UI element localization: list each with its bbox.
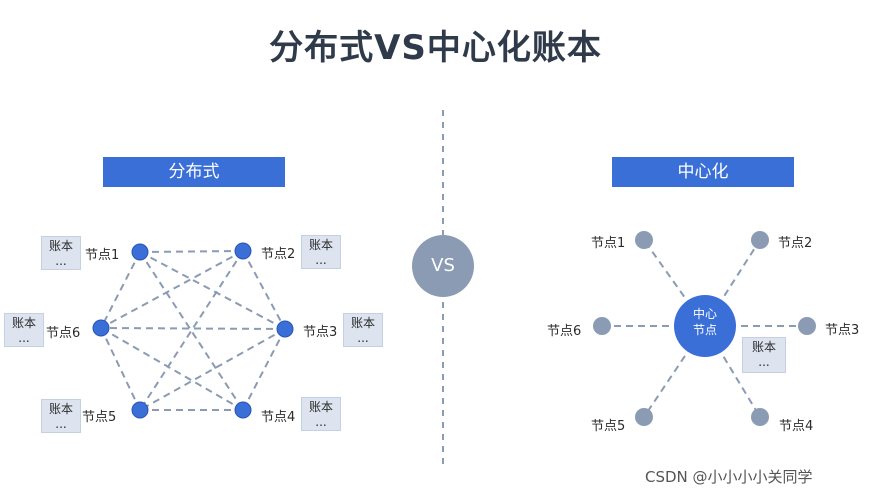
dist-node-5-label: 节点5 <box>82 410 117 425</box>
distributed-edges <box>100 250 286 411</box>
vs-label: VS <box>431 255 455 276</box>
ledger-node-3: 账本 ... <box>343 313 383 347</box>
distributed-heading: 分布式 <box>103 157 285 187</box>
ledger-label: 账本 <box>308 238 333 252</box>
ledger-dots: ... <box>55 254 67 268</box>
dist-node-6 <box>92 319 110 337</box>
central-nodes <box>593 231 816 426</box>
dist-node-1-label: 节点1 <box>85 248 120 263</box>
ledger-label: 账本 <box>751 340 776 354</box>
watermark: CSDN @小小小小关同学 <box>645 468 813 486</box>
central-hub-label: 中心 节点 <box>673 306 737 338</box>
ledger-dots: ... <box>18 331 30 345</box>
centralized-heading: 中心化 <box>612 157 794 187</box>
central-node-5 <box>635 408 653 426</box>
central-node-4-label: 节点4 <box>779 419 814 434</box>
page-title: 分布式VS中心化账本 <box>269 28 602 68</box>
edge-2-6 <box>100 250 244 329</box>
central-node-5-label: 节点5 <box>591 419 626 434</box>
ledger-dots: ... <box>357 331 369 345</box>
edge-3-6 <box>100 327 286 330</box>
ledger-label: 账本 <box>308 400 333 414</box>
dist-node-3 <box>276 320 294 338</box>
ledger-dots: ... <box>315 415 327 429</box>
vs-circle <box>412 235 474 297</box>
edge-5-6 <box>100 327 141 411</box>
ledger-label: 账本 <box>48 239 73 253</box>
central-node-2-label: 节点2 <box>778 236 813 251</box>
edge-3-5 <box>139 328 286 411</box>
ledger-node-6: 账本 ... <box>4 313 44 347</box>
central-hub-line2: 节点 <box>692 323 717 337</box>
ledger-node-2: 账本 ... <box>301 235 341 269</box>
edge-2-5 <box>139 250 244 411</box>
ledger-dots: ... <box>55 417 67 431</box>
edge-1-3 <box>139 251 286 330</box>
central-node-6-label: 节点6 <box>547 324 582 339</box>
ledger-node-5: 账本 ... <box>41 399 81 433</box>
dist-node-5 <box>131 401 149 419</box>
central-ledger: 账本 ... <box>742 337 786 373</box>
dist-node-4 <box>234 401 252 419</box>
edge-1-4 <box>139 251 244 411</box>
dist-node-3-label: 节点3 <box>303 325 338 340</box>
edge-2-3 <box>242 250 286 330</box>
edge-1-6 <box>100 251 141 329</box>
central-node-6 <box>593 317 611 335</box>
distributed-nodes <box>92 242 294 419</box>
ledger-label: 账本 <box>48 402 73 416</box>
ledger-node-1: 账本 ... <box>41 236 81 270</box>
dist-node-4-label: 节点4 <box>261 410 296 425</box>
dist-node-2 <box>234 242 252 260</box>
central-node-1 <box>635 231 653 249</box>
ledger-dots: ... <box>758 355 770 369</box>
central-node-4 <box>751 408 769 426</box>
dist-node-6-label: 节点6 <box>46 326 81 341</box>
edge-4-6 <box>100 327 244 411</box>
ledger-label: 账本 <box>11 316 36 330</box>
central-node-2 <box>751 231 769 249</box>
ledger-label: 账本 <box>350 316 375 330</box>
central-node-1-label: 节点1 <box>591 236 626 251</box>
dist-node-1 <box>131 243 149 261</box>
edge-3-4 <box>242 328 286 411</box>
central-node-3-label: 节点3 <box>825 323 860 338</box>
central-hub <box>674 295 736 357</box>
ledger-dots: ... <box>315 253 327 267</box>
central-node-3 <box>798 317 816 335</box>
central-hub-line1: 中心 <box>692 307 717 321</box>
ledger-node-4: 账本 ... <box>301 397 341 431</box>
dist-node-2-label: 节点2 <box>261 247 296 262</box>
edge-1-2 <box>139 250 244 253</box>
